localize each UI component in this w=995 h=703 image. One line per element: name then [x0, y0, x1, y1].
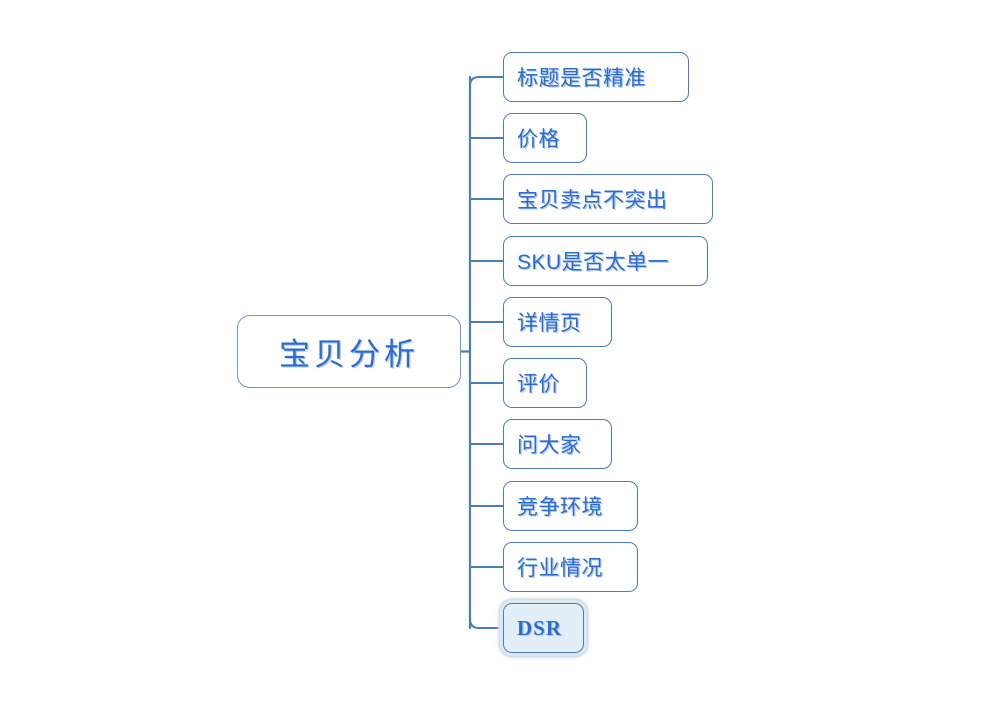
connector-branch-1: [469, 76, 504, 87]
child-node-7[interactable]: 问大家: [503, 419, 612, 469]
child-node-label: 竞争环境: [517, 496, 603, 519]
child-node-4[interactable]: SKU是否太单一: [503, 236, 708, 286]
child-node-label: 行业情况: [517, 557, 603, 580]
child-node-label: 标题是否精准: [517, 67, 646, 90]
child-node-label: 评价: [517, 373, 560, 396]
child-node-label: 宝贝卖点不突出: [517, 189, 668, 212]
child-node-label: DSR: [517, 615, 563, 640]
root-node-label: 宝贝分析: [279, 337, 419, 372]
child-node-label: 详情页: [517, 312, 582, 335]
connector-branch-10: [469, 618, 504, 629]
child-node-label: 价格: [517, 128, 560, 151]
child-node-10[interactable]: DSR: [503, 603, 584, 653]
child-node-label: SKU是否太单一: [517, 251, 670, 274]
root-node[interactable]: 宝贝分析: [237, 315, 461, 388]
child-node-5[interactable]: 详情页: [503, 297, 612, 347]
child-node-label: 问大家: [517, 434, 582, 457]
child-node-9[interactable]: 行业情况: [503, 542, 638, 592]
child-node-6[interactable]: 评价: [503, 358, 587, 408]
child-node-1[interactable]: 标题是否精准: [503, 52, 689, 102]
child-node-3[interactable]: 宝贝卖点不突出: [503, 174, 713, 224]
child-node-8[interactable]: 竞争环境: [503, 481, 638, 531]
child-node-2[interactable]: 价格: [503, 113, 587, 163]
